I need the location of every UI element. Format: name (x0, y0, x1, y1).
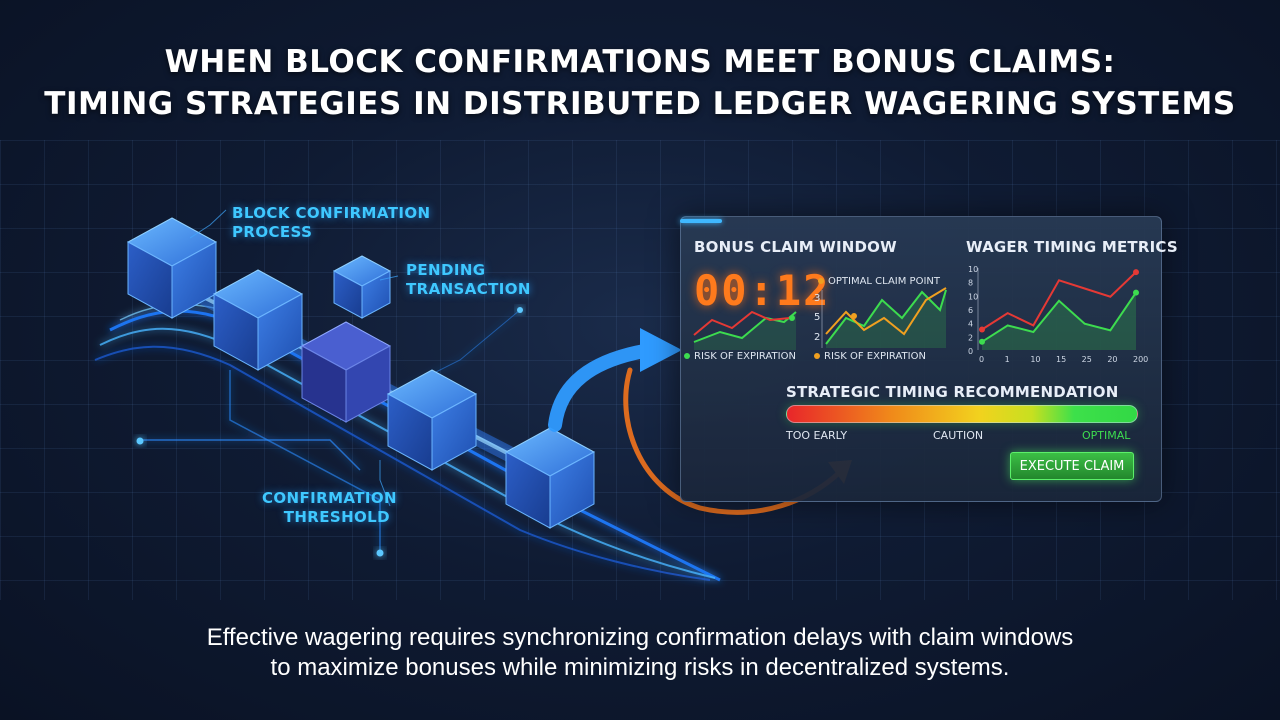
bar-label-too-early: TOO EARLY (786, 429, 848, 442)
node-dot (136, 437, 144, 445)
y-tick-label: 10 (968, 265, 978, 274)
optimal-claim-point-label: OPTIMAL CLAIM POINT (818, 276, 940, 287)
timing-gradient-bar (786, 405, 1138, 423)
risk-of-expiration-mid: RISK OF EXPIRATION (814, 351, 926, 362)
block-cube-5 (504, 427, 596, 529)
countdown-timer: 00:12 (694, 266, 831, 315)
page-title-line-1: WHEN BLOCK CONFIRMATIONS MEET BONUS CLAI… (164, 44, 1116, 80)
y-tick-label: 0 (968, 347, 973, 356)
subtitle-line-1: Effective wagering requires synchronizin… (206, 624, 1074, 651)
x-tick-label: 200 (1133, 355, 1148, 364)
series-line-0 (981, 271, 1137, 331)
block-cube-2 (212, 269, 304, 371)
block-cube-1 (126, 217, 218, 319)
mid-chart-tick-2: 5 (814, 312, 821, 323)
execute-claim-button[interactable]: EXECUTE CLAIM (1010, 452, 1134, 480)
x-tick-label: 25 (1082, 355, 1092, 364)
pending-transaction-label: PENDING TRANSACTION (406, 261, 531, 298)
risk-of-expiration-left: RISK OF EXPIRATION (684, 351, 796, 362)
x-tick-label: 10 (1030, 355, 1040, 364)
strategic-timing-title: STRATEGIC TIMING RECOMMENDATION (786, 383, 1119, 401)
y-tick-label: 2 (968, 333, 973, 342)
bar-label-caution: CAUTION (933, 429, 984, 442)
blue-arrow-head (640, 328, 682, 372)
page-title-line-2: TIMING STRATEGIES IN DISTRIBUTED LEDGER … (44, 86, 1236, 122)
series-point (1133, 269, 1139, 276)
blue-arrow (548, 343, 657, 432)
node-dot (376, 549, 384, 557)
x-tick-label: 1 (1005, 355, 1010, 364)
series-point (979, 338, 985, 345)
subtitle-line-2: to maximize bonuses while minimizing ris… (270, 654, 1010, 681)
bar-label-optimal: OPTIMAL (1082, 429, 1131, 442)
wager-timing-metrics-title: WAGER TIMING METRICS (966, 238, 1178, 256)
block-cube-3 (300, 321, 392, 423)
bonus-claim-window-title: BONUS CLAIM WINDOW (694, 238, 897, 256)
series-point (1133, 289, 1139, 296)
label-leaders (189, 209, 399, 507)
series-point (979, 326, 985, 333)
block-confirmation-label: BLOCK CONFIRMATION PROCESS (232, 204, 431, 241)
y-tick-label: 8 (968, 279, 973, 288)
node-dot (517, 307, 523, 313)
y-tick-label: 4 (968, 320, 973, 329)
mid-chart-tick-1: 3 (814, 293, 821, 304)
x-tick-label: 0 (979, 355, 984, 364)
confirmation-threshold-label: CONFIRMATION THRESHOLD (262, 489, 397, 526)
block-cube-4 (386, 369, 478, 471)
pending-block-cube (332, 255, 392, 319)
panel-accent-bar (680, 219, 722, 223)
series-line-1 (981, 292, 1137, 343)
x-tick-label: 15 (1056, 355, 1066, 364)
x-tick-label: 20 (1107, 355, 1117, 364)
mid-chart-tick-3: 2 (814, 332, 821, 343)
y-tick-label: 6 (968, 306, 973, 315)
series-area (982, 292, 1136, 350)
y-tick-label: 10 (968, 292, 978, 301)
